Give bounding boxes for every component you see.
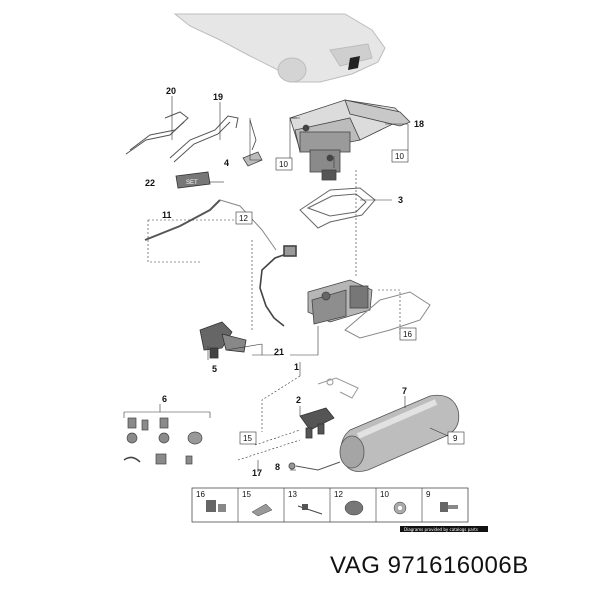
bracket-4 [242,119,263,167]
svg-text:SET: SET [186,180,198,186]
label-part-22: SET [175,171,211,189]
callout-2: 2 [296,395,301,405]
legend-cell-13: 13 [288,490,323,515]
callout-18: 18 [414,119,424,129]
pipe-to-compressor [259,245,297,327]
hose-12 [219,199,277,251]
valve-block-5 [199,321,247,359]
hose-11 [144,199,221,241]
callout-5: 5 [212,364,217,374]
legend-cell-12: 12 [334,490,364,516]
svg-text:Diagrams provided by catalogs: Diagrams provided by catalogs parts [404,527,478,532]
svg-text:16: 16 [196,490,205,499]
boxed-callout-12: 12 [235,211,253,225]
svg-text:10: 10 [395,152,404,161]
part-number: VAG 971616006B [330,552,529,579]
svg-text:12: 12 [334,490,343,499]
callout-8: 8 [275,462,280,472]
svg-text:12: 12 [239,214,248,223]
boxed-callout-16: 16 [399,327,417,341]
boxed-callout-10b: 10 [391,149,409,163]
boxed-callout-15: 15 [239,431,257,445]
legend-cell-16: 16 [196,490,226,512]
callout-4: 4 [224,158,229,168]
legend-cell-10: 10 [380,490,407,515]
leader-lines [123,96,449,472]
callout-17: 17 [252,468,262,478]
reservoir-bracket [317,377,359,399]
boxed-callout-9: 9 [447,431,465,445]
callout-19: 19 [213,92,223,102]
svg-text:15: 15 [242,490,251,499]
legend-cell-9: 9 [426,490,458,512]
callout-22: 22 [145,178,155,188]
callout-6: 6 [162,394,167,404]
air-reservoir [339,394,460,472]
callout-3: 3 [398,195,403,205]
callout-7: 7 [402,386,407,396]
compressor [307,279,373,325]
svg-text:9: 9 [426,490,431,499]
callout-11: 11 [162,210,172,220]
svg-text:16: 16 [403,330,412,339]
svg-text:13: 13 [288,490,297,499]
parts-legend: 16 15 13 12 10 9 [191,487,469,523]
car-silhouette [173,13,386,83]
legend-cell-15: 15 [242,490,273,517]
svg-text:9: 9 [453,434,458,443]
bracket-16 [344,291,431,339]
callout-20: 20 [166,86,176,96]
hose-assembly-19 [169,115,239,163]
sensor-8 [288,461,341,471]
callout-21: 21 [274,347,284,357]
svg-text:15: 15 [243,434,252,443]
small-parts-group-6 [123,417,203,465]
hose-assembly-20 [125,111,189,155]
boxed-callout-10a: 10 [275,157,293,171]
svg-text:10: 10 [279,160,288,169]
svg-text:10: 10 [380,490,389,499]
diagram-credit: Diagrams provided by catalogs parts [400,526,488,532]
gasket-3 [299,187,376,229]
air-supply-unit [289,99,411,181]
valve-2 [299,407,335,439]
callout-1: 1 [294,362,299,372]
